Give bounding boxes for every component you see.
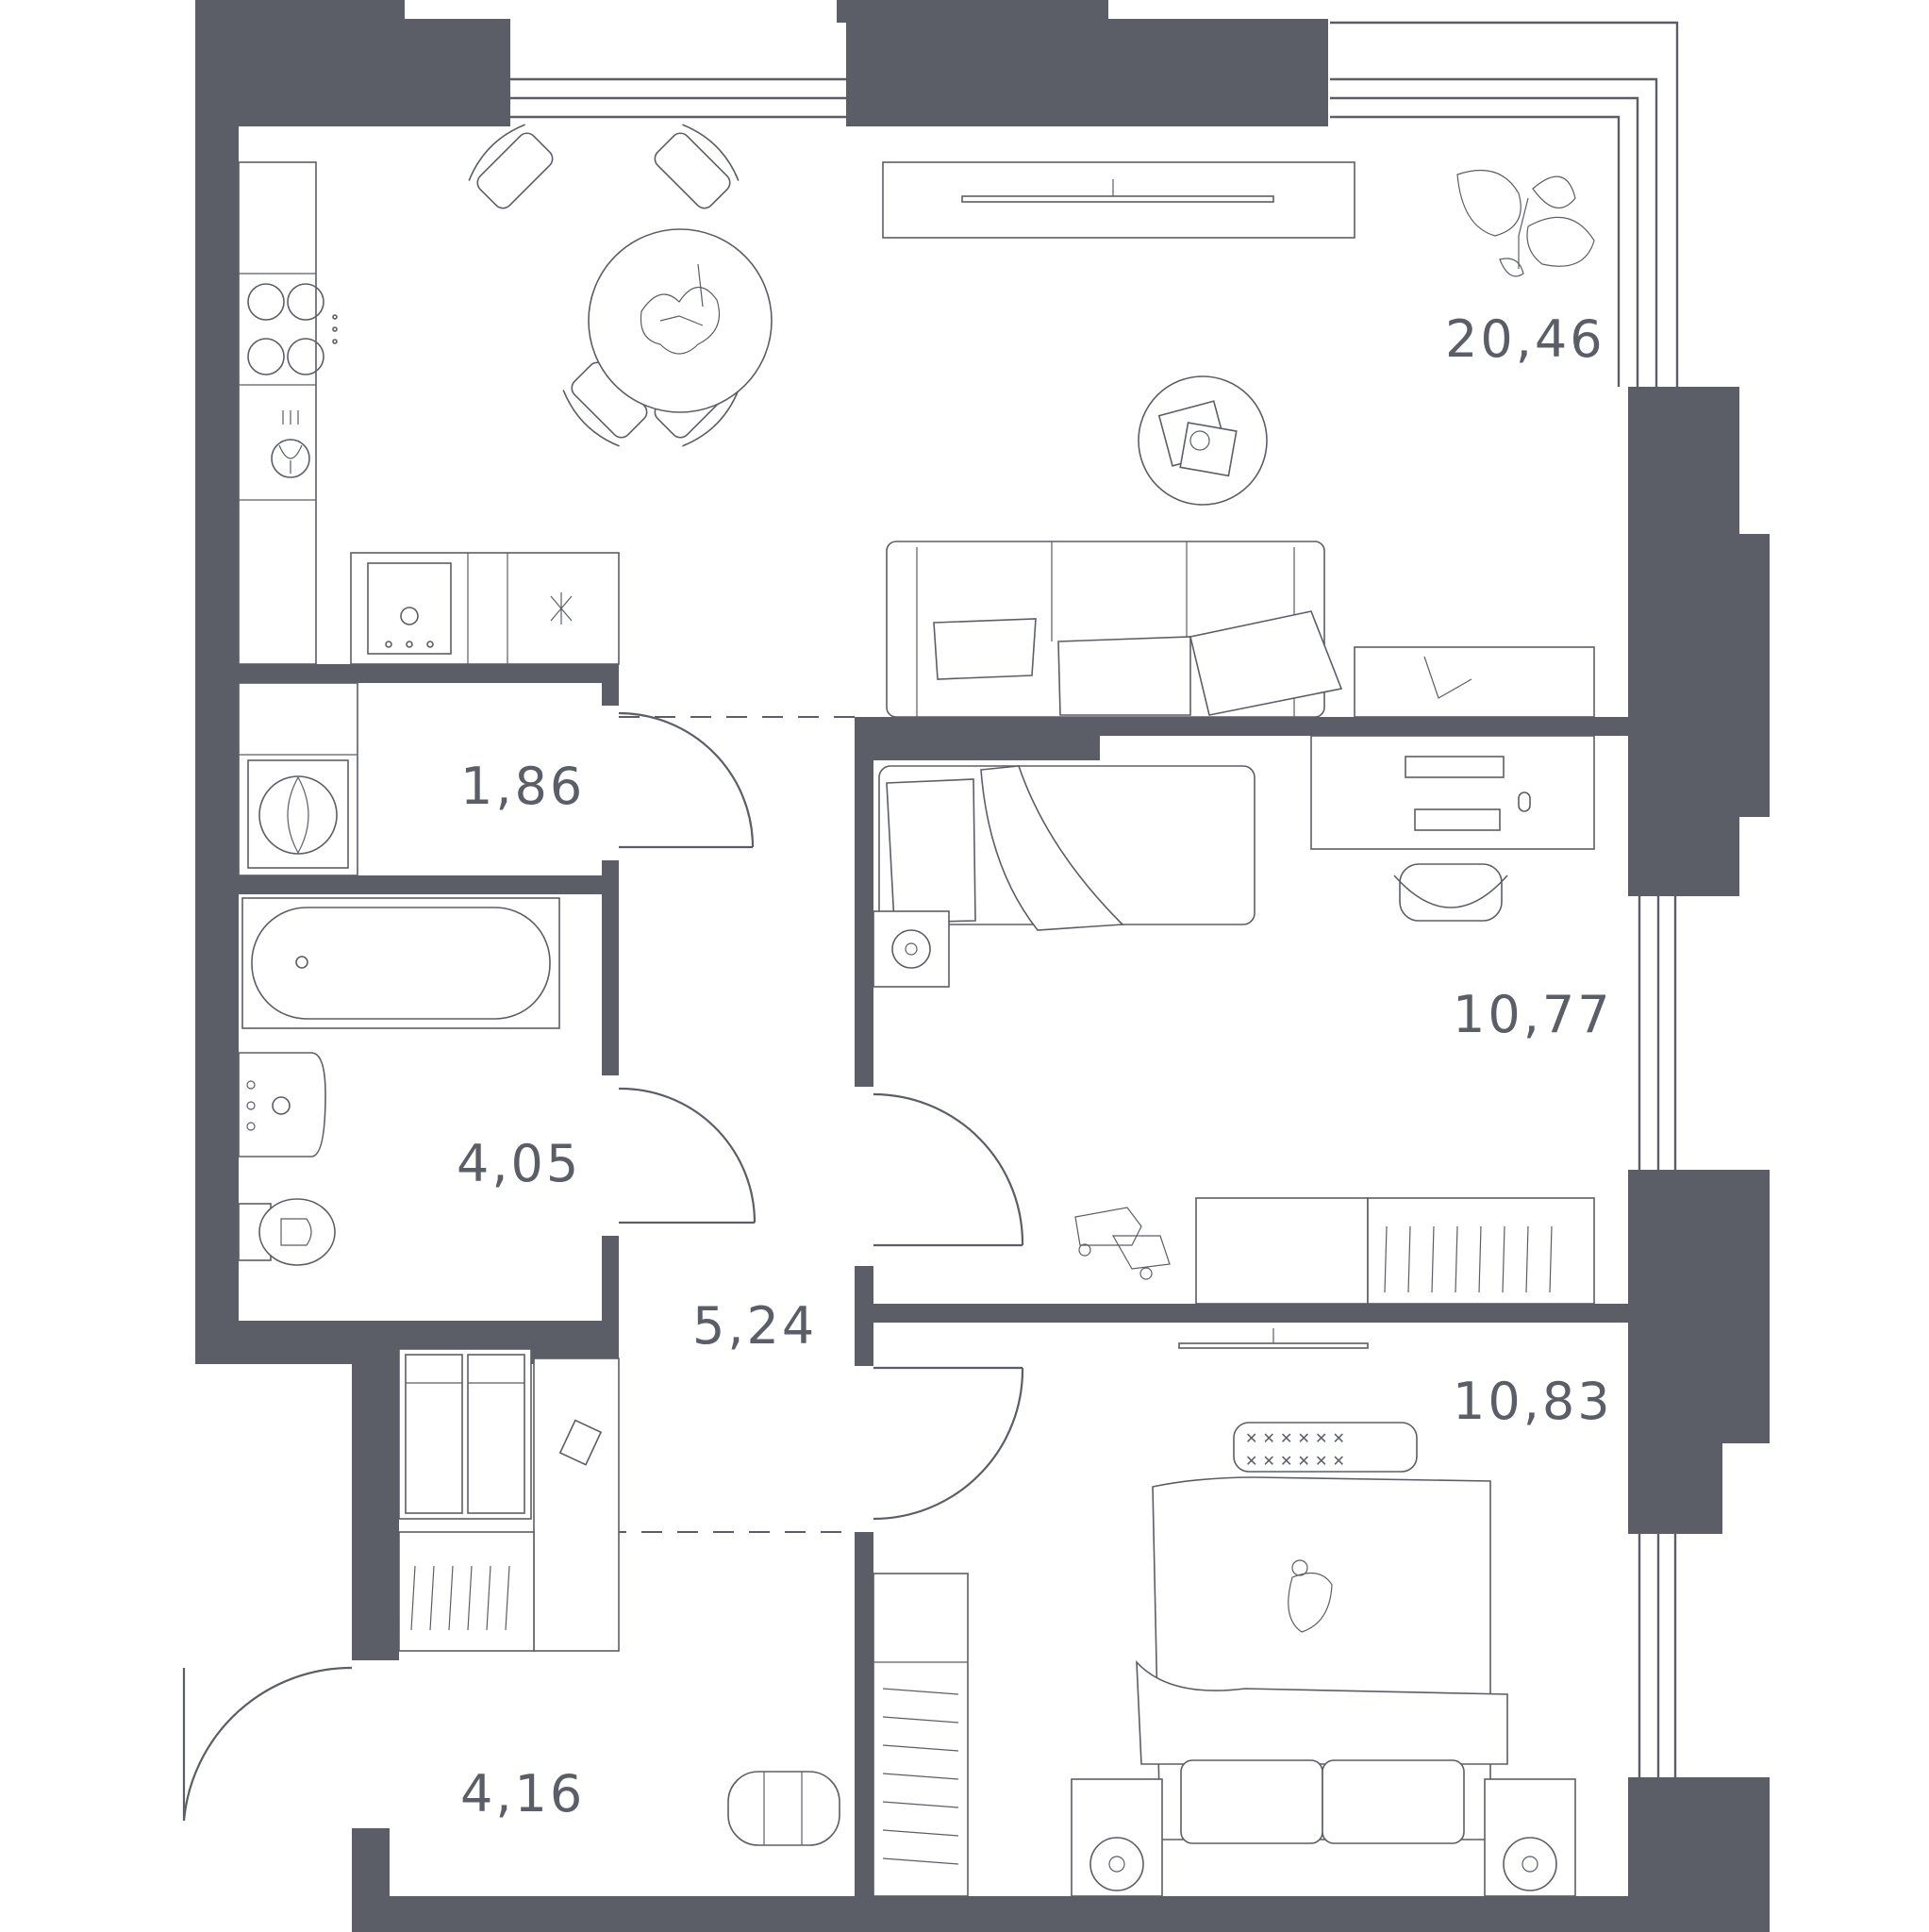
doors xyxy=(182,711,1024,1822)
fan-icon xyxy=(1484,1778,1576,1897)
bathroom-furniture xyxy=(238,897,560,1266)
door-bedroom-1 xyxy=(873,1092,1024,1247)
walls xyxy=(195,0,1770,1932)
book-icon xyxy=(558,1419,603,1466)
area-utility: 1,86 xyxy=(460,757,585,816)
shoe-rack-icon xyxy=(398,1531,535,1652)
door-bathroom xyxy=(618,1087,757,1224)
rollerskates-icon xyxy=(1074,1207,1171,1280)
tv-icon xyxy=(882,161,1355,239)
svg-text:✕ ✕ ✕ ✕ ✕ ✕: ✕ ✕ ✕ ✕ ✕ ✕ xyxy=(1245,1429,1345,1447)
chair xyxy=(654,124,740,209)
plant-icon xyxy=(640,263,721,355)
area-hall: 4,16 xyxy=(460,1764,585,1824)
pouf-icon xyxy=(727,1771,840,1846)
area-labels: 20,46 1,86 4,05 5,24 4,16 10,77 10,83 xyxy=(457,309,1613,1824)
windows xyxy=(509,21,1679,1783)
coffee-table-icon xyxy=(1138,375,1268,506)
door-bedroom-2 xyxy=(873,1366,1024,1521)
plant-icon xyxy=(1456,169,1595,277)
area-bedroom-1: 10,77 xyxy=(1453,985,1613,1044)
cat-icon xyxy=(1288,1559,1333,1633)
chair xyxy=(468,124,554,209)
svg-text:✕ ✕ ✕ ✕ ✕ ✕: ✕ ✕ ✕ ✕ ✕ ✕ xyxy=(1245,1452,1345,1470)
sink-icon xyxy=(238,1052,326,1158)
washing-machine-icon xyxy=(247,759,349,869)
wardrobe-icon xyxy=(1195,1197,1595,1305)
door-utility xyxy=(618,711,755,849)
wardrobe-icon xyxy=(398,1348,532,1520)
window-right-bedroom-2 xyxy=(1638,1528,1677,1783)
nightstand-icon xyxy=(873,910,950,988)
toilet-icon xyxy=(238,1198,336,1266)
door-entrance xyxy=(182,1666,353,1822)
fan-icon xyxy=(1071,1778,1163,1897)
dining-table-icon xyxy=(468,124,773,447)
window-top-right xyxy=(1330,21,1679,387)
bed-icon xyxy=(878,765,1256,931)
bathtub-icon xyxy=(241,897,560,1029)
bedroom-2-furniture: ✕ ✕ ✕ ✕ ✕ ✕ ✕ ✕ ✕ ✕ ✕ ✕ xyxy=(873,1328,1576,1897)
area-bedroom-2: 10,83 xyxy=(1453,1372,1613,1431)
tv-icon xyxy=(1178,1328,1369,1349)
kitchen-counter xyxy=(238,161,317,665)
sink-icon xyxy=(271,410,310,478)
window-top-left xyxy=(509,77,849,119)
desk-icon xyxy=(1310,735,1595,922)
oven-icon xyxy=(367,562,452,655)
area-corridor: 5,24 xyxy=(692,1296,817,1356)
hall-furniture xyxy=(398,1348,840,1846)
area-bathroom: 4,05 xyxy=(457,1134,581,1193)
utility-furniture xyxy=(238,682,358,876)
sofa-icon xyxy=(886,541,1595,718)
bedroom-1-furniture xyxy=(873,735,1595,1305)
kitchen-counter-lower xyxy=(350,552,620,665)
wardrobe-icon xyxy=(873,1573,969,1897)
window-right-bedroom-1 xyxy=(1638,896,1677,1189)
area-kitchen-living: 20,46 xyxy=(1445,309,1605,369)
bed-icon xyxy=(1136,1476,1508,1844)
stove-icon xyxy=(247,283,338,375)
bench-icon: ✕ ✕ ✕ ✕ ✕ ✕ ✕ ✕ ✕ ✕ ✕ ✕ xyxy=(1233,1422,1418,1473)
snowflake-icon xyxy=(550,592,573,625)
kitchen-living-furniture xyxy=(238,124,1595,718)
